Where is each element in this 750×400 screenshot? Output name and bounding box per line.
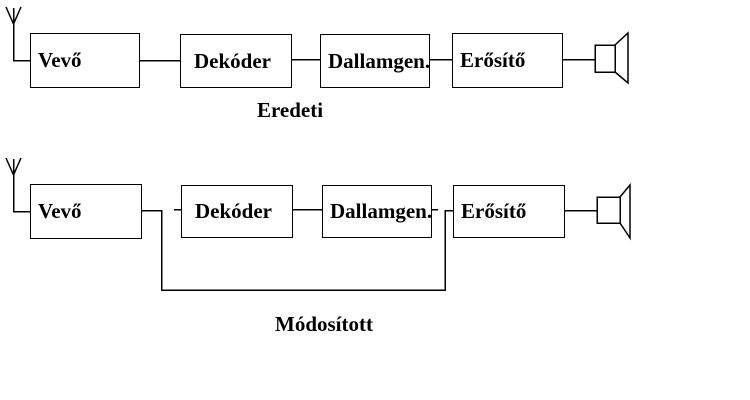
- erosito-block: Erősítő: [453, 185, 565, 238]
- vevo-block: Vevő: [30, 184, 142, 239]
- eredeti-caption: Eredeti: [256, 98, 324, 122]
- vevo-label: Vevő: [38, 48, 82, 72]
- speaker-icon: [594, 31, 629, 85]
- eredeti-wiring: [5, 6, 629, 85]
- antenna-icon: [5, 157, 22, 212]
- dallamgen-block: Dallamgen.: [322, 185, 432, 238]
- dekoder-label: Dekóder: [194, 48, 271, 73]
- erosito-label: Erősítő: [460, 48, 526, 72]
- dallamgen-label: Dallamgen.: [330, 199, 433, 223]
- dekoder-block: Dekóder: [180, 34, 292, 88]
- dallamgen-block: Dallamgen.: [320, 34, 430, 88]
- speaker-icon: [596, 182, 631, 241]
- dallamgen-label: Dallamgen.: [328, 48, 431, 73]
- erosito-label: Erősítő: [461, 199, 527, 223]
- dekoder-block: Dekóder: [181, 185, 293, 238]
- vevo-label: Vevő: [38, 199, 82, 223]
- modositott-caption: Módosított: [275, 312, 373, 336]
- antenna-icon: [5, 6, 22, 61]
- vevo-block: Vevő: [30, 33, 140, 88]
- modositott-wiring: [5, 157, 631, 291]
- dekoder-label: Dekóder: [195, 199, 272, 223]
- erosito-block: Erősítő: [452, 33, 563, 88]
